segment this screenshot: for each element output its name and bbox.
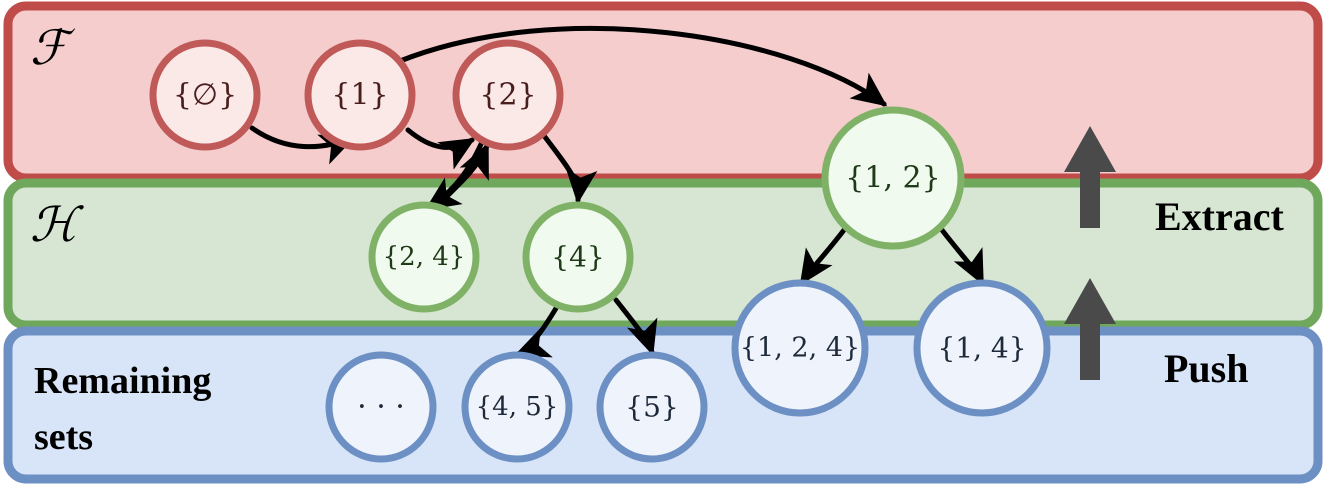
band-label-line1: Remaining bbox=[34, 360, 211, 402]
node-circle[interactable] bbox=[913, 279, 1051, 417]
node-circle[interactable] bbox=[149, 39, 261, 151]
node-label: {1, 2} bbox=[845, 161, 940, 196]
node-circle[interactable] bbox=[731, 279, 869, 417]
node-empty[interactable]: {∅} bbox=[149, 39, 261, 151]
node-s1[interactable]: {1} bbox=[304, 39, 416, 151]
nodes-layer: {∅} {1} {2} {1, 2} {2, 4} {4} · · · {4, 5} {5} {1… bbox=[149, 39, 1051, 463]
node-circle[interactable] bbox=[452, 39, 564, 151]
node-label: {2, 4} bbox=[383, 242, 466, 272]
node-s4[interactable]: {4} bbox=[522, 201, 634, 313]
node-label: {1} bbox=[331, 78, 388, 113]
node-s124[interactable]: {1, 2, 4} bbox=[731, 279, 869, 417]
op-label: Extract bbox=[1155, 194, 1285, 239]
edge-s12-to-s124 bbox=[799, 227, 847, 286]
node-label: {4, 5} bbox=[476, 392, 559, 422]
op-arrow-icon bbox=[1064, 126, 1116, 228]
edge-s2-to-s4 bbox=[542, 134, 598, 204]
edge-s4-to-s5 bbox=[613, 297, 658, 356]
node-circle[interactable] bbox=[461, 351, 573, 463]
band-label: ℋ bbox=[30, 197, 84, 253]
node-s24[interactable]: {2, 4} bbox=[368, 201, 480, 313]
op-label: Push bbox=[1164, 346, 1249, 391]
edge-s12-to-s14 bbox=[939, 227, 985, 286]
node-label: · · · bbox=[357, 390, 405, 425]
node-label: {2} bbox=[479, 78, 536, 113]
operation-extract: Extract bbox=[1064, 126, 1285, 239]
op-arrow-icon bbox=[1064, 278, 1116, 380]
node-s2[interactable]: {2} bbox=[452, 39, 564, 151]
node-label: {∅} bbox=[173, 78, 237, 113]
edge-s1-to-s12 bbox=[397, 25, 888, 107]
node-s14[interactable]: {1, 4} bbox=[913, 279, 1051, 417]
node-label: {1, 2, 4} bbox=[740, 333, 860, 364]
node-dots[interactable]: · · · bbox=[325, 351, 437, 463]
operation-push: Push bbox=[1064, 278, 1249, 391]
node-circle[interactable] bbox=[821, 106, 965, 250]
node-label: {4} bbox=[551, 241, 604, 274]
node-circle[interactable] bbox=[304, 39, 416, 151]
node-label: {1, 4} bbox=[937, 332, 1026, 365]
node-s12[interactable]: {1, 2} bbox=[821, 106, 965, 250]
band-label-line2: sets bbox=[34, 416, 93, 458]
band-rect bbox=[3, 178, 1323, 330]
node-s45[interactable]: {4, 5} bbox=[461, 351, 573, 463]
node-s5[interactable]: {5} bbox=[596, 351, 708, 463]
node-label: {5} bbox=[625, 391, 678, 424]
node-circle[interactable] bbox=[596, 351, 708, 463]
band-h: ℋ bbox=[3, 178, 1323, 330]
node-circle[interactable] bbox=[522, 201, 634, 313]
node-circle[interactable] bbox=[368, 201, 480, 313]
node-circle[interactable] bbox=[325, 351, 437, 463]
